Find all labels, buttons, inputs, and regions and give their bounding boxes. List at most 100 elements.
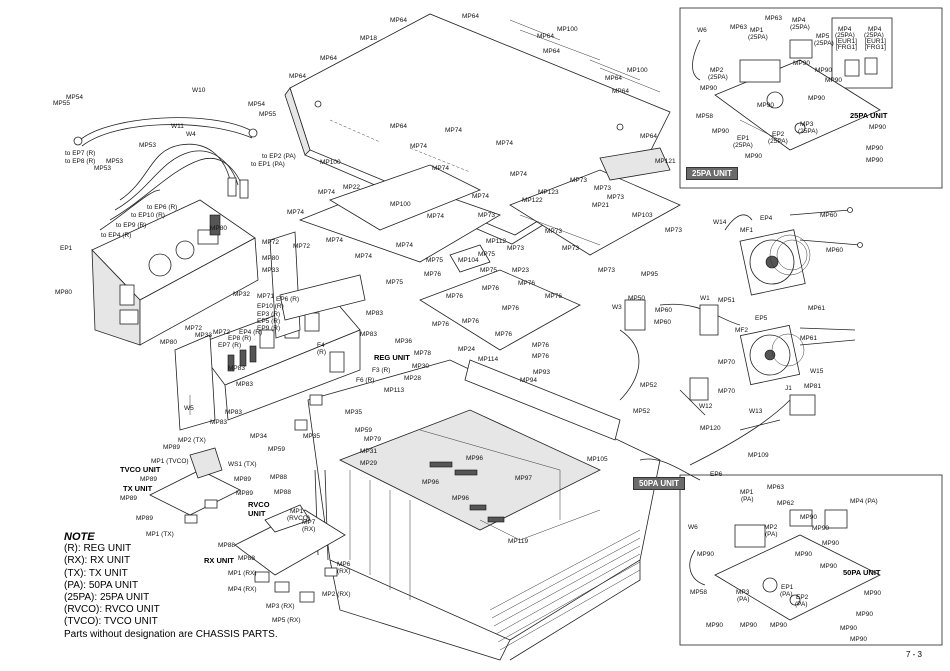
label-mp76: MP76 <box>462 318 479 325</box>
label-mp88: MP88 <box>274 489 291 496</box>
label-mp80: MP80 <box>55 289 72 296</box>
label-mp6-25pa-eur: [FRG1] <box>865 44 886 51</box>
label-mp1-25pa: MP1 <box>750 27 764 34</box>
cooling-fan-mf2 <box>739 324 805 386</box>
label-mp104: MP104 <box>458 257 479 264</box>
label-mp6rx: (RX) <box>337 568 350 575</box>
label-mp64: MP64 <box>320 55 337 62</box>
label-mp89: MP89 <box>234 476 251 483</box>
label-mp36: MP36 <box>395 338 412 345</box>
label-mp34: MP34 <box>250 433 267 440</box>
label-mp61: MP61 <box>800 335 817 342</box>
note-block: NOTE (R): REG UNIT (RX): RX UNIT (TX): T… <box>64 531 278 641</box>
label-mp83: MP83 <box>225 409 242 416</box>
label-mp72: MP72 <box>185 325 202 332</box>
label-mp74: MP74 <box>355 253 372 260</box>
label-mp52: MP52 <box>633 408 650 415</box>
label-to-ep1: to EP1 (PA) <box>251 161 285 168</box>
main-chassis <box>307 359 661 661</box>
label-mp90: MP90 <box>800 514 817 521</box>
label-mp78: MP78 <box>414 350 431 357</box>
label-mp2pa: (PA) <box>765 531 778 538</box>
label-mp96: MP96 <box>422 479 439 486</box>
label-mp71: MP71 <box>257 293 274 300</box>
label-mp61: MP61 <box>808 305 825 312</box>
label-mp76: MP76 <box>424 271 441 278</box>
label-mp74: MP74 <box>472 193 489 200</box>
label-mp29: MP29 <box>360 460 377 467</box>
label-ep1-25pa: EP1 <box>737 135 750 142</box>
label-mp73: MP73 <box>478 212 495 219</box>
label-mp73: MP73 <box>507 245 524 252</box>
label-mp6-25pa-eur: MP4 <box>868 26 882 33</box>
label-ep9r: EP9 (R) <box>257 325 280 332</box>
part-labels: MP64 MP64 MP64 MP64 MP64 MP64 MP64 MP64 … <box>53 13 888 643</box>
unit-rvco: UNIT <box>248 509 266 518</box>
label-f4r: F4 <box>317 342 325 349</box>
label-ws1tx: WS1 (TX) <box>228 461 257 468</box>
note-line: (25PA): 25PA UNIT <box>64 592 150 604</box>
unit-rvco: RVCO <box>248 500 270 509</box>
label-ep7r: EP7 (R) <box>218 342 241 349</box>
note-title: NOTE <box>64 531 95 543</box>
label-mp74: MP74 <box>445 127 462 134</box>
label-mp6-25pa-eur: (25PA) <box>864 32 884 39</box>
label-w12: W12 <box>699 403 713 410</box>
label-mp21: MP21 <box>592 202 609 209</box>
label-mp18: MP18 <box>360 35 377 42</box>
label-mp90: MP90 <box>822 540 839 547</box>
label-mp120: MP120 <box>700 425 721 432</box>
label-w13: W13 <box>749 408 763 415</box>
unit-tx: TX UNIT <box>123 484 153 493</box>
label-mp90: MP90 <box>793 60 810 67</box>
label-mp62: MP62 <box>777 500 794 507</box>
label-mp73: MP73 <box>562 245 579 252</box>
label-mp105: MP105 <box>587 456 608 463</box>
note-line: (PA): 50PA UNIT <box>64 579 139 591</box>
label-mp52: MP52 <box>640 382 657 389</box>
label-mp90: MP90 <box>795 551 812 558</box>
label-w4: W4 <box>186 131 196 138</box>
label-mp73: MP73 <box>665 227 682 234</box>
side-bracket <box>269 231 366 339</box>
label-mp2pa: MP2 <box>764 524 778 531</box>
label-f3r: F3 (R) <box>372 367 390 374</box>
label-mp51: MP51 <box>718 297 735 304</box>
w6-rear-wire <box>639 458 701 481</box>
label-ep10r: EP10 (R) <box>257 303 284 310</box>
label-to-ep10: to EP10 (R) <box>131 212 165 219</box>
label-mp72: MP72 <box>262 239 279 246</box>
label-mp90: MP90 <box>697 551 714 558</box>
label-mp1tvco: MP1 (TVCO) <box>151 458 189 465</box>
label-mp60: MP60 <box>654 319 671 326</box>
label-mp93: MP93 <box>533 369 550 376</box>
label-mp1rvco: (RVCO) <box>287 515 310 522</box>
label-mp88: MP88 <box>238 555 255 562</box>
cooling-fan-mf1 <box>739 229 811 296</box>
label-f4r: (R) <box>317 349 326 356</box>
label-to-ep2: to EP2 (PA) <box>262 153 296 160</box>
label-mp114: MP114 <box>478 356 498 363</box>
label-mp90: MP90 <box>866 145 883 152</box>
label-mp3rx: MP3 (RX) <box>266 603 295 610</box>
label-mp33: MP33 <box>262 267 279 274</box>
label-ep2pa: EP2 <box>796 594 809 601</box>
label-f6r: F6 (R) <box>356 377 374 384</box>
label-mp1tx: MP1 (TX) <box>146 531 174 538</box>
label-mp90: MP90 <box>869 124 886 131</box>
label-mp28: MP28 <box>404 375 421 382</box>
cable-harness-top-left <box>73 117 258 231</box>
label-mp88: MP88 <box>270 474 287 481</box>
label-mp50: MP50 <box>628 295 645 302</box>
label-mp76: MP76 <box>532 342 549 349</box>
label-mp55: MP55 <box>53 100 70 107</box>
note-line: (TVCO): TVCO UNIT <box>64 616 158 628</box>
note-line: (R): REG UNIT <box>64 543 132 555</box>
rx-rvco-unit <box>234 504 346 603</box>
label-mp4-25pa: (25PA) <box>790 24 810 31</box>
label-mp64: MP64 <box>543 48 560 55</box>
label-mp31: MP31 <box>360 448 377 455</box>
label-mp6-25pa-eur: [EUR1] <box>865 38 886 45</box>
label-mp4-25pa-eur: [EUR1] <box>836 38 857 45</box>
label-mp76: MP76 <box>532 353 549 360</box>
